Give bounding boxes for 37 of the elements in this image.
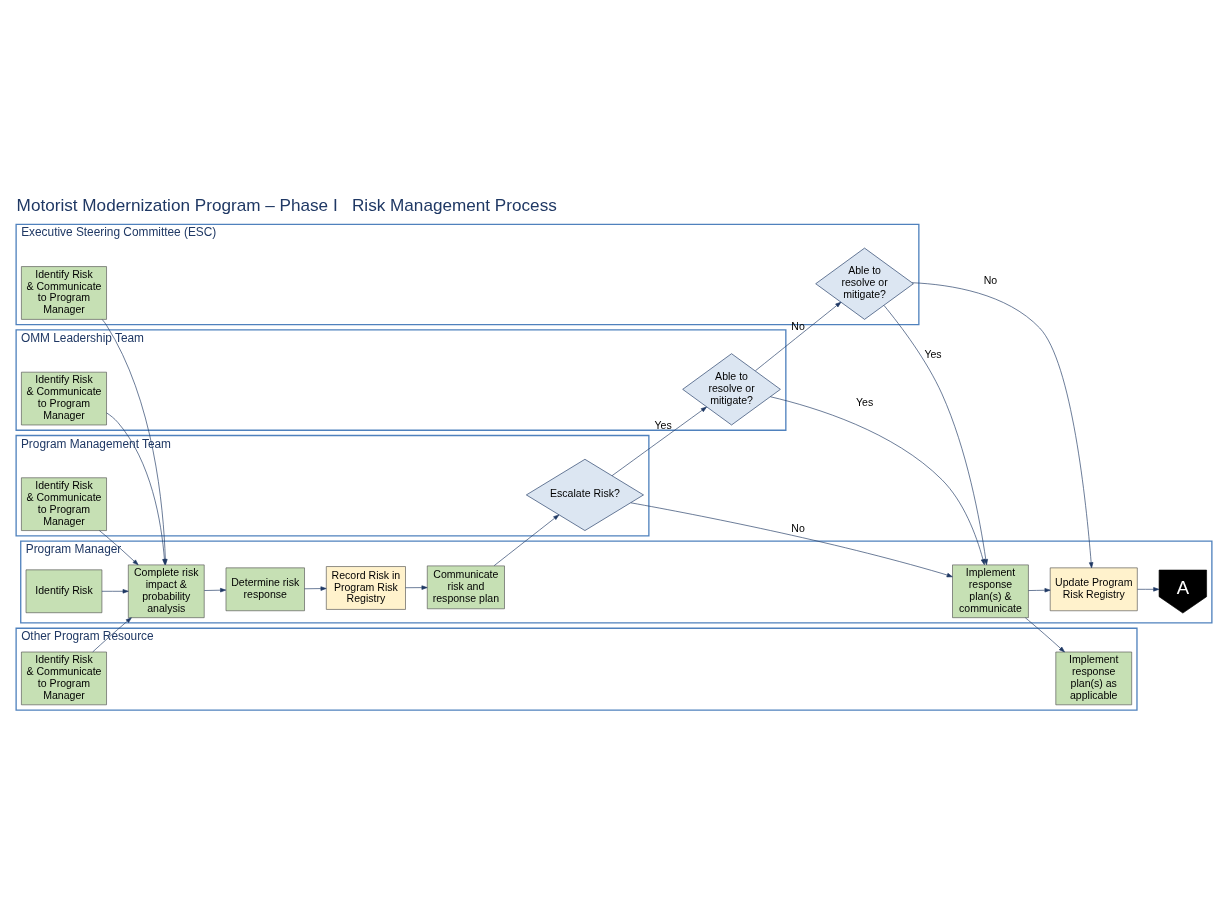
arrow [204,587,227,592]
node-diamond: Able to resolve or mitigate? [682,352,781,425]
edge-label: No [791,521,805,534]
node-box: Identify Risk & Communicate to Program Manager [21,371,107,425]
node-box: Identify Risk [25,569,103,613]
arrow [1028,587,1051,592]
edge-label: Yes [654,418,672,431]
edge-label: Yes [924,347,942,360]
edge-label: No [983,273,998,286]
arrow [304,585,327,591]
arrow [911,281,1094,568]
arrow [99,529,139,565]
arrow [101,588,129,593]
arrow [1137,586,1160,591]
diagram-title: Motorist Modernization Program – Phase I Risk Management Process [16,194,557,215]
node-box: Determine risk response [225,567,305,611]
arrow [92,616,132,652]
node-box: Update Program Risk Registry [1049,567,1138,611]
node-box: Implement response plan(s) as applicable [1055,651,1133,705]
node-box: Implement response plan(s) & communicate [952,564,1029,618]
node-box: Record Risk in Program Risk Registry [325,565,406,610]
arrow [630,501,953,577]
node-box: Identify Risk & Communicate to Program Manager [21,651,107,705]
arrow [493,514,560,566]
node-box: Identify Risk & Communicate to Program Manager [21,265,107,320]
node-diamond: Escalate Risk? [526,458,644,531]
arrow [405,584,428,590]
arrow [611,406,707,476]
arrow [1025,616,1065,652]
edge-label: Yes [855,395,874,408]
node-box: Complete risk impact & probability analysis [128,564,205,618]
arrow [770,395,986,565]
node-diamond: Able to resolve or mitigate? [815,247,914,320]
node-box: Identify Risk & Communicate to Program Manager [21,476,107,531]
node-box: Communicate risk and response plan [426,565,505,609]
arrow [755,301,842,371]
arrow [883,304,988,565]
